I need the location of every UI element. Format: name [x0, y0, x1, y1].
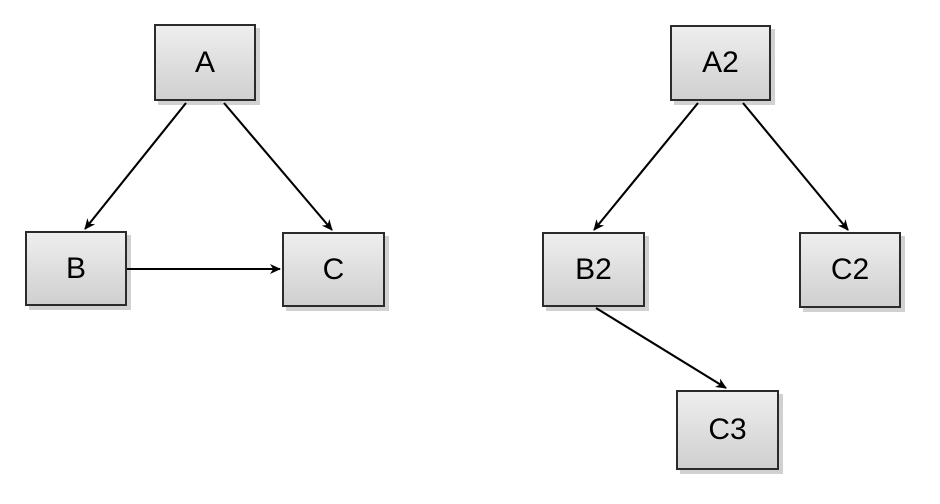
- node-a2-label: A2: [702, 46, 739, 79]
- node-c2[interactable]: C2: [799, 232, 901, 308]
- node-a2[interactable]: A2: [670, 25, 771, 101]
- node-a-label: A: [194, 45, 215, 79]
- node-b2[interactable]: B2: [542, 232, 645, 307]
- edge-b2-to-c3: [595, 307, 727, 389]
- node-c-label: C: [322, 252, 345, 286]
- node-b[interactable]: B: [25, 231, 127, 306]
- edge-a2-to-c2: [742, 102, 849, 231]
- edge-a-to-b: [84, 102, 187, 230]
- node-c3-label: C3: [708, 413, 747, 446]
- node-b-label: B: [65, 251, 86, 285]
- node-c2-label: C2: [830, 253, 870, 286]
- node-c[interactable]: C: [282, 232, 385, 307]
- node-a[interactable]: A: [154, 24, 256, 101]
- edge-a2-to-b2: [593, 102, 699, 231]
- edge-a-to-c: [223, 102, 333, 231]
- node-b2-label: B2: [575, 252, 612, 286]
- node-c3[interactable]: C3: [676, 390, 779, 470]
